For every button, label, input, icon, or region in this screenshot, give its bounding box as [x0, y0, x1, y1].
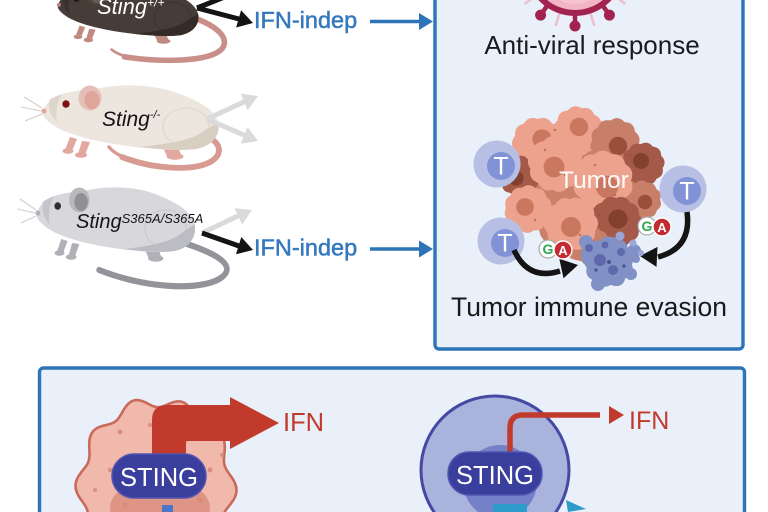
svg-text:Tumor immune evasion: Tumor immune evasion — [451, 292, 727, 322]
svg-text:Sting-/-: Sting-/- — [102, 108, 161, 131]
svg-text:T: T — [497, 230, 512, 258]
svg-text:T: T — [679, 178, 694, 206]
svg-text:IFN-indep: IFN-indep — [254, 235, 357, 261]
svg-text:STING: STING — [456, 462, 534, 490]
svg-text:T: T — [493, 153, 508, 181]
svg-text:Anti-viral response: Anti-viral response — [484, 30, 699, 60]
svg-text:STING: STING — [120, 464, 198, 492]
svg-text:IFN: IFN — [629, 407, 669, 435]
svg-text:G: G — [642, 218, 653, 234]
svg-text:IFN-indep: IFN-indep — [254, 7, 357, 33]
svg-text:Tumor: Tumor — [559, 167, 629, 194]
svg-text:A: A — [657, 220, 667, 235]
svg-text:IFN: IFN — [283, 409, 324, 437]
svg-text:G: G — [543, 241, 554, 257]
svg-text:A: A — [558, 243, 568, 258]
